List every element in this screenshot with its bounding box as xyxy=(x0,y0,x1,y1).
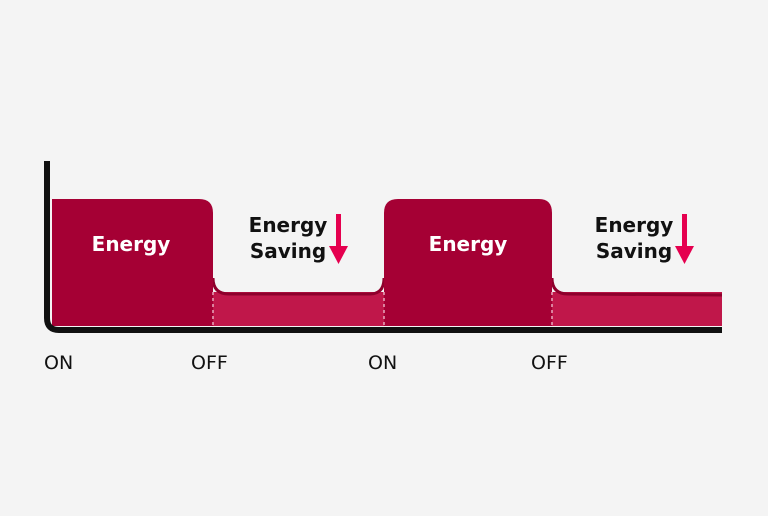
state-label-on: ON xyxy=(44,352,73,374)
down-arrow-icon xyxy=(675,214,694,264)
energy-block-1 xyxy=(52,199,213,326)
saving-band-1-edge xyxy=(211,277,386,296)
energy-saving-label: Energy xyxy=(595,213,674,237)
energy-block-label: Energy xyxy=(429,232,508,256)
energy-block-2 xyxy=(384,199,552,326)
state-label-off: OFF xyxy=(191,352,228,374)
saving-band-2-edge xyxy=(550,277,723,297)
energy-saving-label: Energy xyxy=(249,213,328,237)
down-arrow-icon xyxy=(329,214,348,264)
energy-saving-label: Saving xyxy=(250,239,326,263)
state-label-on: ON xyxy=(368,352,397,374)
state-label-off: OFF xyxy=(531,352,568,374)
saving-band-1 xyxy=(213,292,384,326)
axis-line xyxy=(44,161,722,333)
saving-band-2 xyxy=(552,292,722,326)
energy-block-label: Energy xyxy=(92,232,171,256)
energy-saving-label: Saving xyxy=(596,239,672,263)
